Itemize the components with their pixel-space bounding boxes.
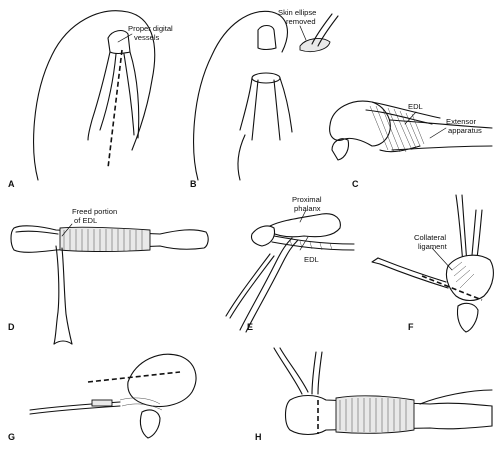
e-label-edl: EDL bbox=[304, 255, 319, 264]
panel-e: Proximal phalanx EDL E bbox=[225, 195, 355, 333]
panel-f: Collateral ligament F bbox=[371, 194, 494, 333]
f-panel-letter: F bbox=[408, 322, 414, 332]
b-label-line1: Skin ellipse bbox=[278, 8, 316, 17]
d-panel-letter: D bbox=[8, 322, 15, 332]
panel-a: Proper digital vessels A bbox=[8, 10, 173, 189]
a-panel-letter: A bbox=[8, 179, 15, 189]
e-label-prox-line1: Proximal bbox=[292, 195, 322, 204]
a-label-line2: vessels bbox=[134, 33, 160, 42]
panel-h: H bbox=[255, 347, 493, 442]
panel-b: Skin ellipse removed B bbox=[190, 8, 339, 189]
c-panel-letter: C bbox=[352, 179, 359, 189]
d-label-line2: of EDL bbox=[74, 216, 97, 225]
b-panel-letter: B bbox=[190, 179, 197, 189]
c-label-edl: EDL bbox=[408, 102, 423, 111]
c-label-ext-line2: apparatus bbox=[448, 126, 482, 135]
b-label-line2: removed bbox=[286, 17, 316, 26]
f-label-line1: Collateral bbox=[414, 233, 446, 242]
f-label-line2: ligament bbox=[418, 242, 448, 251]
h-panel-letter: H bbox=[255, 432, 262, 442]
a-label-line1: Proper digital bbox=[128, 24, 173, 33]
panel-d: Freed portion of EDL D bbox=[8, 207, 209, 345]
panel-c: EDL Extensor apparatus C bbox=[329, 100, 493, 189]
e-panel-letter: E bbox=[247, 322, 253, 332]
e-label-prox-line2: phalanx bbox=[294, 204, 321, 213]
panel-g: G bbox=[8, 353, 197, 442]
c-label-ext-line1: Extensor bbox=[446, 117, 476, 126]
d-label-line1: Freed portion bbox=[72, 207, 117, 216]
g-panel-letter: G bbox=[8, 432, 15, 442]
